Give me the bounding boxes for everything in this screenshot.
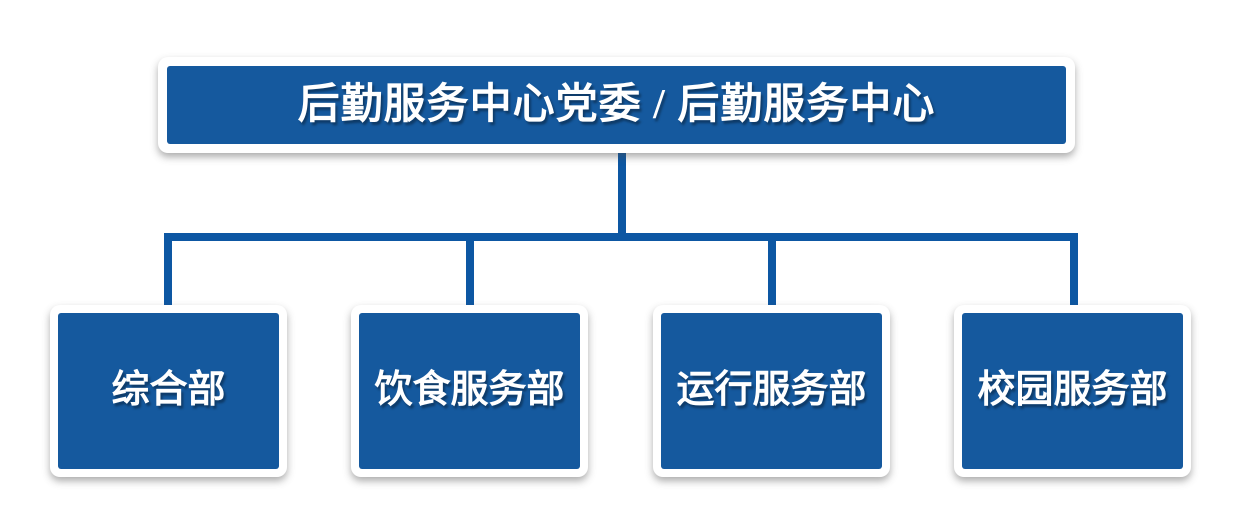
connector-drop-3 — [768, 237, 776, 309]
root-box-fill: 后勤服务中心党委 / 后勤服务中心 — [167, 66, 1066, 144]
dept-box-label: 校园服务部 — [977, 369, 1168, 412]
dept-box-label: 饮食服务部 — [374, 369, 565, 412]
dept-box-operations-service: 运行服务部 — [653, 305, 890, 477]
dept-box-fill: 校园服务部 — [962, 313, 1183, 469]
dept-box-label: 综合部 — [111, 369, 226, 412]
connector-stem — [618, 150, 626, 237]
dept-box-campus-service: 校园服务部 — [954, 305, 1191, 477]
dept-box-fill: 饮食服务部 — [359, 313, 580, 469]
root-box-label: 后勤服务中心党委 / 后勤服务中心 — [297, 81, 936, 128]
connector-horizontal — [164, 233, 1078, 241]
root-box: 后勤服务中心党委 / 后勤服务中心 — [158, 57, 1075, 153]
connector-drop-4 — [1070, 237, 1078, 309]
dept-box-fill: 运行服务部 — [661, 313, 882, 469]
dept-box-food-service: 饮食服务部 — [351, 305, 588, 477]
dept-box-fill: 综合部 — [58, 313, 279, 469]
connector-drop-1 — [164, 237, 172, 309]
dept-box-general: 综合部 — [50, 305, 287, 477]
dept-box-label: 运行服务部 — [676, 369, 867, 412]
connector-drop-2 — [466, 237, 474, 309]
